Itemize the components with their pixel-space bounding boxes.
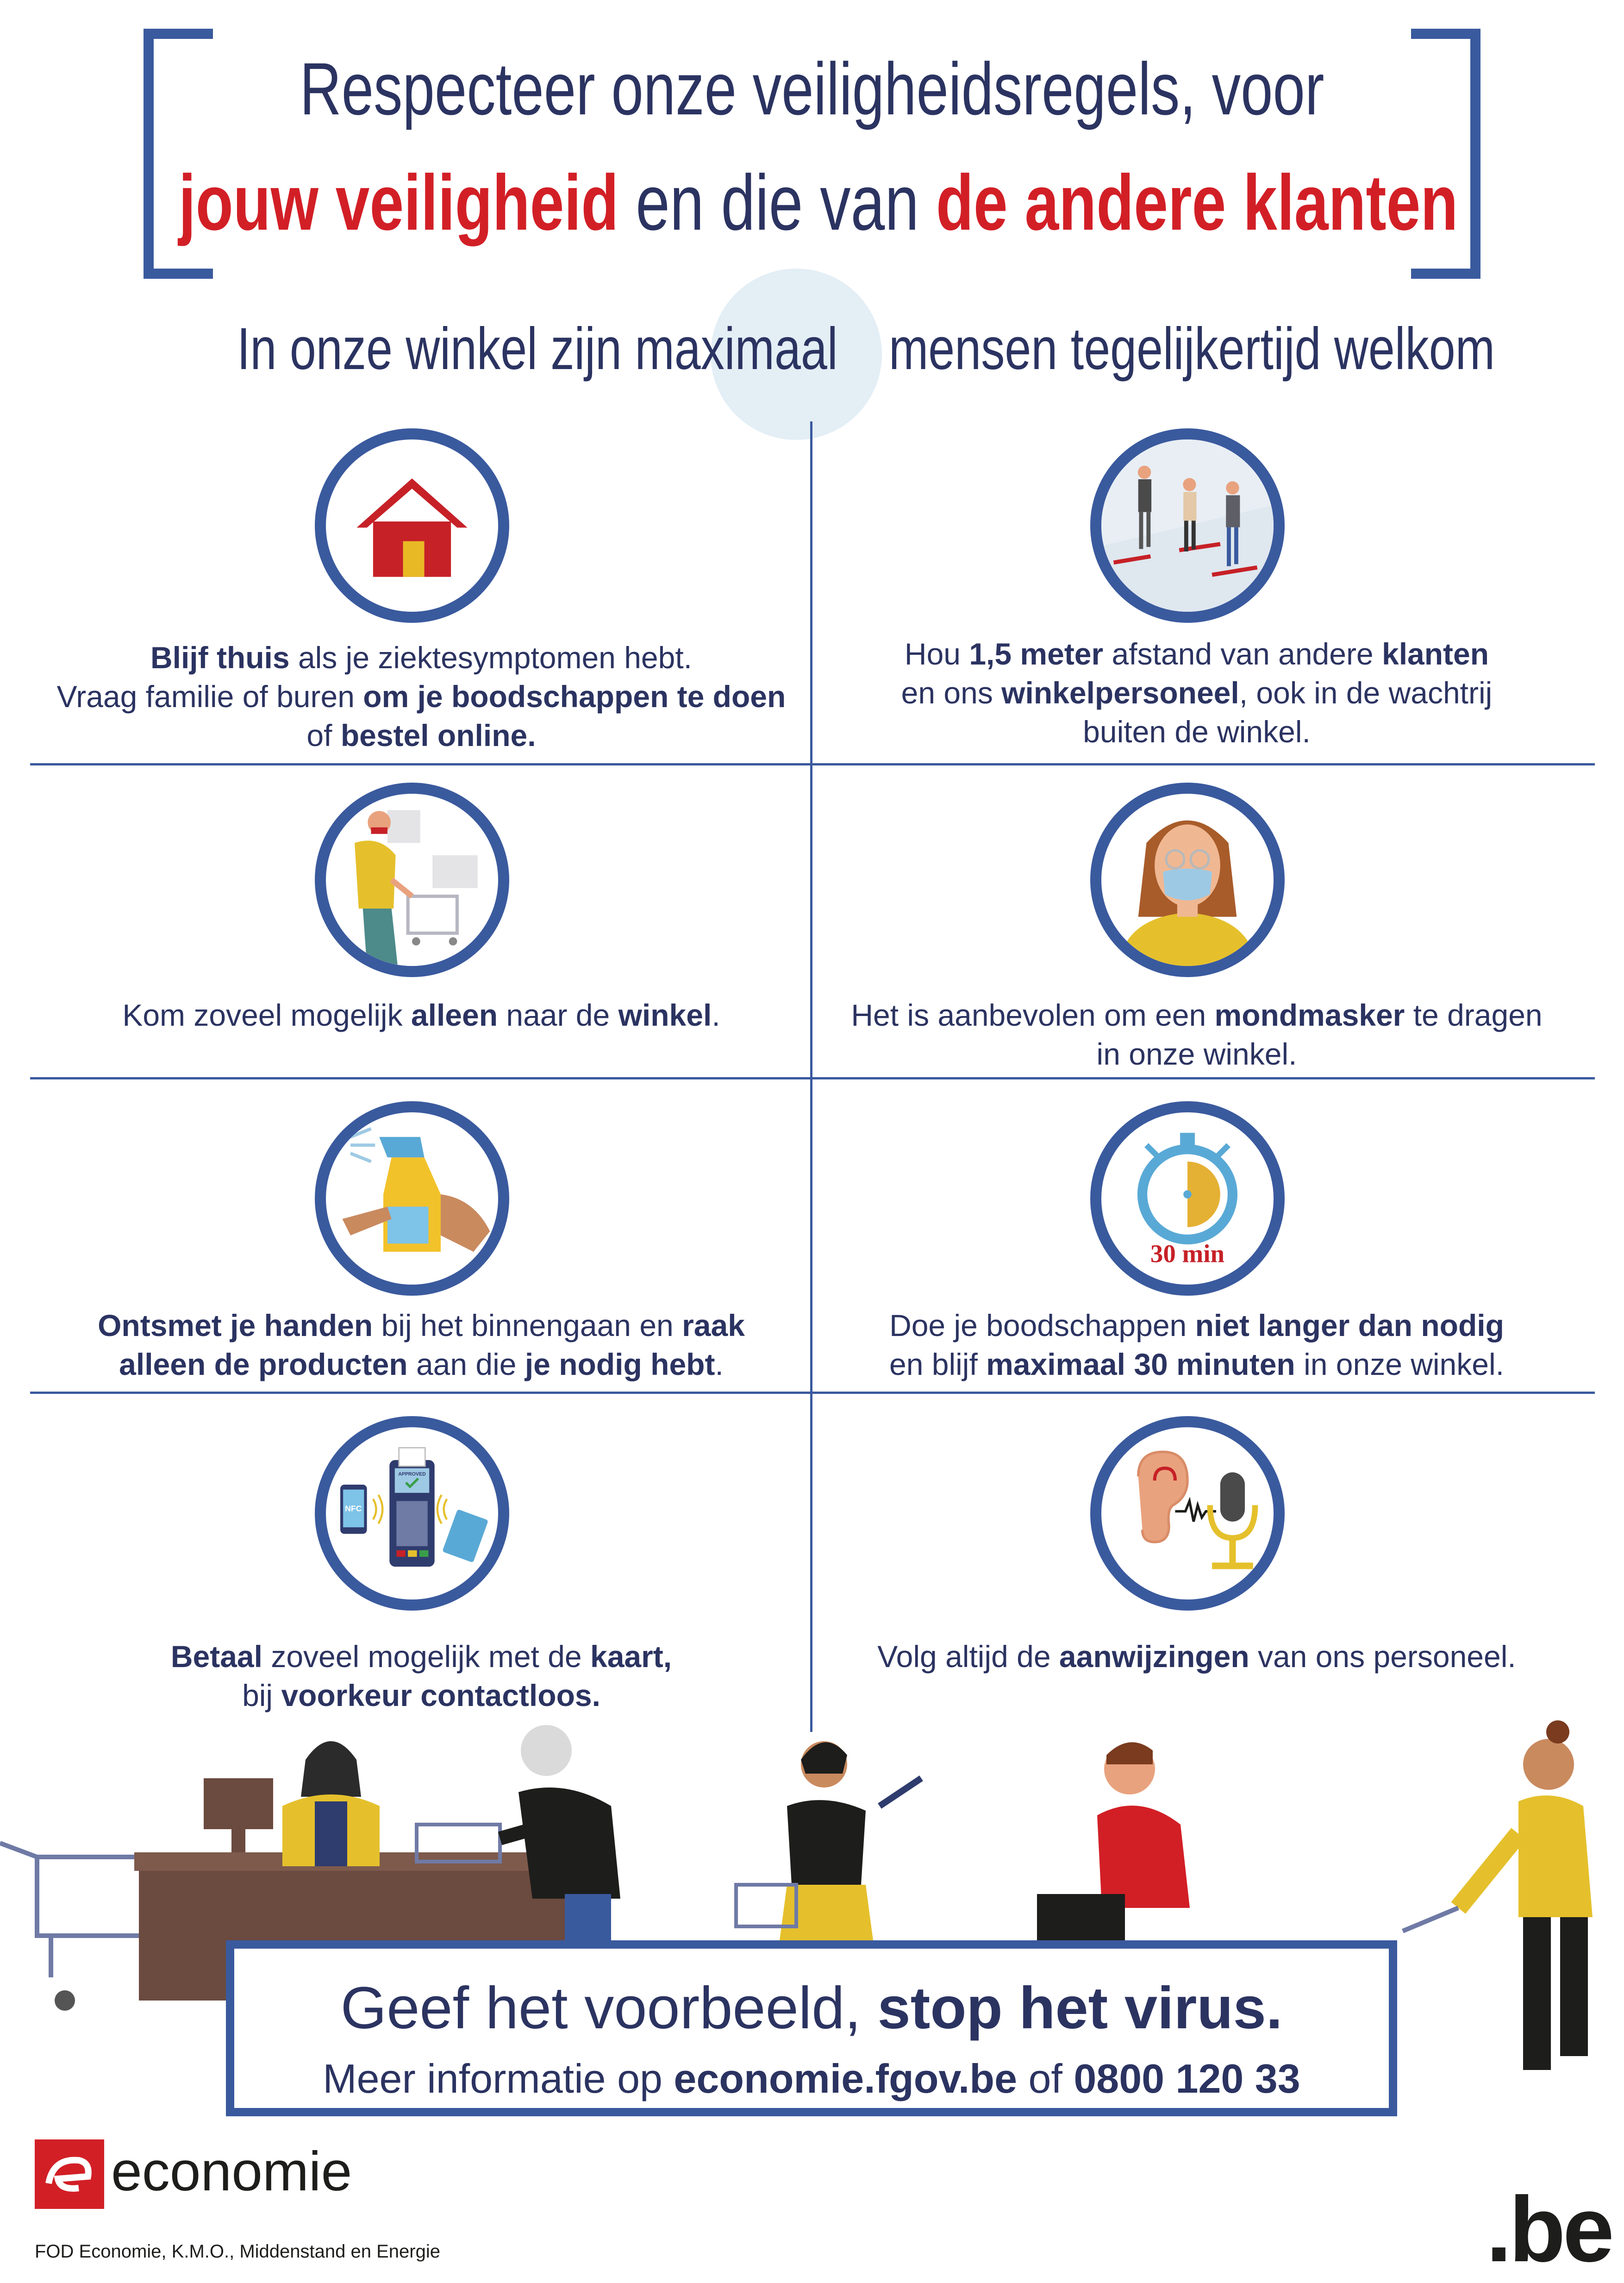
distance-icon [1090, 428, 1285, 623]
approved-label: APPROVED [398, 1472, 426, 1477]
center-divider [810, 421, 812, 1732]
slogan-box: Geef het voorbeeld, stop het virus. Meer… [226, 1940, 1397, 2116]
row-divider-3 [30, 1392, 1595, 1394]
cashier-figure [282, 1741, 380, 1866]
ear-microphone-icon [1090, 1416, 1285, 1611]
stopwatch-icon: 30 min [1090, 1101, 1285, 1296]
rule-follow-instructions: Volg altijd de aanwijzingen van ons pers… [877, 1639, 1516, 1674]
rule-face-mask: Het is aanbevolen om een mondmasker te d… [851, 998, 1543, 1071]
disinfectant-spray-icon [315, 1101, 509, 1296]
woman-with-tablet-figure [734, 1741, 923, 1954]
house-icon [315, 428, 509, 623]
highlight-your-safety: jouw veiligheid [178, 159, 619, 247]
website-link[interactable]: economie.fgov.be [674, 2056, 1018, 2101]
left-bracket [144, 29, 213, 279]
rule-come-alone: Kom zoveel mogelijk alleen naar de winke… [122, 998, 720, 1032]
slogan-info: Meer informatie op economie.fgov.be of 0… [323, 2056, 1300, 2101]
right-bracket [1411, 29, 1480, 279]
rule-disinfect-hands: Ontsmet je handen bij het binnengaan en … [98, 1308, 745, 1381]
page-title-line1: Respecteer onze veiligheidsregels, voor [300, 47, 1324, 130]
man-in-red-figure [1037, 1742, 1190, 1945]
rule-pay-by-card: Betaal zoveel mogelijk met de kaart, bij… [170, 1639, 672, 1712]
shopping-cart-left [0, 1841, 146, 2011]
capacity-text-left: In onze winkel zijn maximaal [237, 316, 838, 382]
page-title-line2: jouw veiligheid en die van de andere kla… [178, 157, 1458, 248]
economie-logo-icon [35, 2139, 104, 2209]
rule-max-30-min: Doe je boodschappen niet langer dan nodi… [889, 1308, 1504, 1381]
face-mask-icon [1090, 783, 1285, 977]
nfc-label: NFC [345, 1504, 362, 1513]
capacity-text-right: mensen tegelijkertijd welkom [889, 316, 1495, 382]
elderly-customer-figure [498, 1725, 620, 1945]
economie-logo-text: economie [111, 2140, 352, 2202]
highlight-other-customers: de andere klanten [936, 159, 1458, 247]
contactless-payment-icon: NFC APPROVED [315, 1416, 509, 1611]
rule-stay-home: Blijf thuis als je ziektesymptomen hebt.… [56, 640, 786, 753]
be-logo: .be [1486, 2178, 1614, 2281]
row-divider-1 [30, 763, 1595, 765]
organization-name: FOD Economie, K.M.O., Middenstand en Ene… [35, 2241, 440, 2262]
basket-counter [415, 1823, 502, 1863]
title-connector: en die van [618, 159, 936, 247]
row-divider-2 [30, 1077, 1595, 1079]
woman-yellow-coat-figure [1402, 1720, 1593, 2070]
shopper-alone-icon [315, 783, 509, 977]
capacity-number-circle [711, 269, 882, 440]
timer-label: 30 min [1150, 1239, 1224, 1267]
slogan-main: Geef het voorbeeld, stop het virus. [340, 1975, 1283, 2041]
rule-keep-distance: Hou 1,5 meter afstand van andere klanten… [901, 637, 1493, 749]
phone-number: 0800 120 33 [1074, 2056, 1300, 2101]
